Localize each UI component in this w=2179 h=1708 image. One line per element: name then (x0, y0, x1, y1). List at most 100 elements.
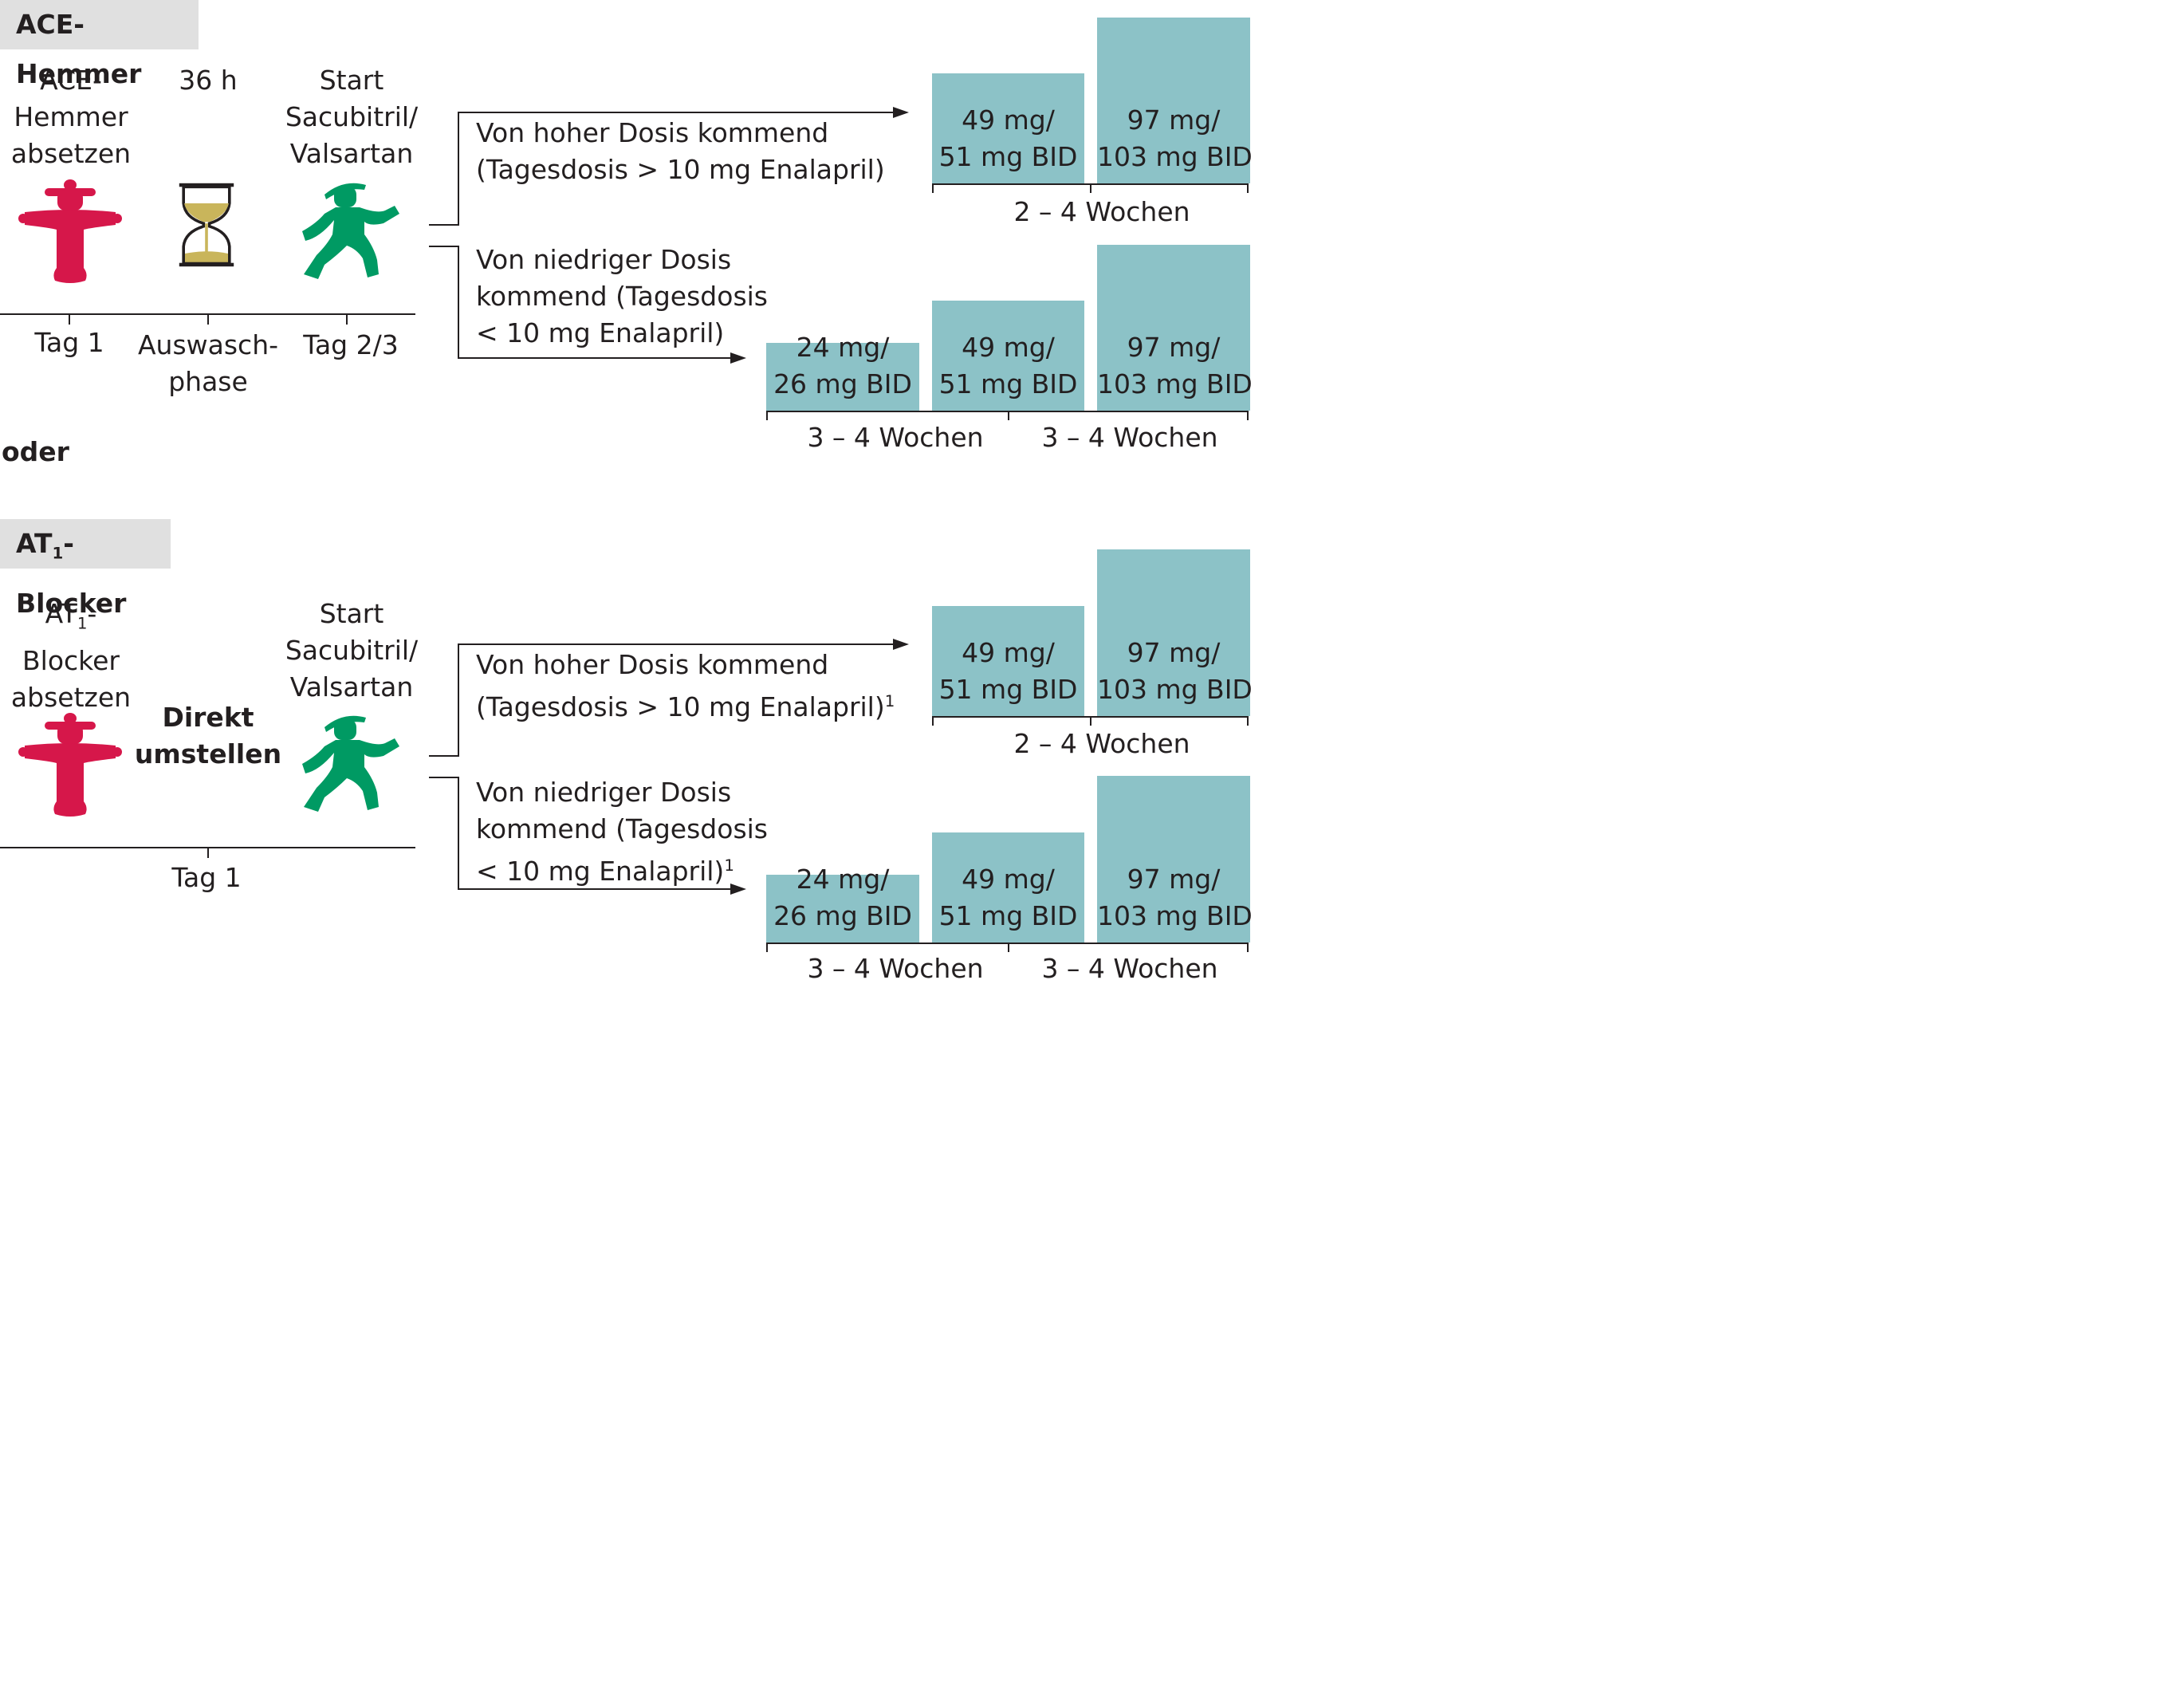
dose-label-mid: 49 mg/ 51 mg BID (932, 635, 1084, 708)
duration-label: 2 – 4 Wochen (1013, 196, 1190, 227)
axis-label-washout: Auswasch- phase (138, 327, 278, 400)
dose-line: 103 mg BID (1097, 900, 1253, 931)
low-dose-line: < 10 mg Enalapril)1 (476, 848, 768, 890)
step-stop-line: Hemmer (14, 101, 128, 132)
dose-line: 97 mg/ (1127, 332, 1221, 363)
step-stop-line: absetzen (10, 681, 132, 713)
bracket-tick (1247, 716, 1249, 726)
step-start-line: Start (319, 598, 384, 629)
step-start-line: Valsartan (289, 671, 414, 702)
step-start-line: Sacubitril/ (285, 635, 419, 666)
step-start-text: Start Sacubitril/ Valsartan (285, 62, 418, 172)
bracket-tick (766, 411, 768, 420)
dose-label-low: 24 mg/ 26 mg BID (766, 329, 919, 403)
dose-line: 26 mg BID (773, 900, 912, 931)
axis-label-day1: Tag 1 (34, 327, 104, 358)
washout-duration: 36 h (179, 65, 238, 96)
axis-tick (346, 313, 348, 325)
section-tag-label: ACE-Hemmer (16, 9, 142, 89)
low-dose-line: kommend (Tagesdosis (476, 813, 768, 844)
dose-bar-low (766, 343, 919, 411)
dose-line: 97 mg/ (1127, 864, 1221, 895)
dose-line: 49 mg/ (962, 104, 1055, 136)
dose-label-high: 97 mg/ 103 mg BID (1097, 102, 1253, 175)
direct-switch-line: Direkt (162, 702, 254, 733)
low-dose-line: Von niedriger Dosis (476, 244, 732, 275)
dose-label-high: 97 mg/ 103 mg BID (1097, 861, 1253, 935)
low-dose-line: Von niedriger Dosis (476, 777, 732, 808)
axis-tick (207, 847, 209, 858)
bracket-tick (1090, 183, 1091, 193)
section-tag-label: AT (16, 528, 53, 559)
low-dose-line: kommend (Tagesdosis (476, 281, 768, 312)
step-start-line: Valsartan (289, 138, 414, 169)
dose-line: 49 mg/ (962, 332, 1055, 363)
footnote-marker: 1 (724, 856, 734, 875)
hourglass-icon (179, 183, 234, 267)
direct-switch-line: umstellen (134, 738, 282, 769)
duration-label: 3 – 4 Wochen (1041, 422, 1218, 453)
step-stop-text: ACE- Hemmer absetzen (11, 62, 131, 172)
dose-line: 103 mg BID (1097, 141, 1253, 172)
footnote-marker: 1 (884, 692, 895, 710)
duration-label: 3 – 4 Wochen (1041, 953, 1218, 984)
go-figure-icon (302, 183, 399, 279)
dose-line: 103 mg BID (1097, 674, 1253, 705)
axis-label-line: Auswasch- (137, 329, 279, 360)
dose-bar-mid (932, 606, 1084, 716)
dose-label-high: 97 mg/ 103 mg BID (1097, 635, 1253, 708)
dose-label-mid: 49 mg/ 51 mg BID (932, 102, 1084, 175)
step-start-text: Start Sacubitril/ Valsartan (285, 596, 418, 706)
step-stop-line: Blocker (22, 644, 120, 676)
go-figure-icon (302, 715, 399, 812)
high-dose-line: Von hoher Dosis kommend (476, 117, 829, 148)
duration-bracket (766, 943, 1249, 944)
direct-switch-text: Direkt umstellen (135, 699, 281, 773)
axis-label-day1: Tag 1 (171, 862, 242, 893)
step-stop-line: AT1- (11, 596, 131, 643)
step-start-line: Start (319, 65, 384, 96)
dose-label-low: 24 mg/ 26 mg BID (766, 861, 919, 935)
dose-bar-mid (932, 832, 1084, 943)
dose-bar-high (1097, 245, 1250, 411)
bracket-tick (1090, 716, 1091, 726)
step-stop-prefix: AT (45, 598, 77, 629)
stop-figure-icon (18, 713, 122, 817)
separator-oder: oder (2, 436, 69, 467)
bracket-tick (932, 716, 934, 726)
low-dose-line-text: < 10 mg Enalapril) (476, 856, 725, 887)
low-dose-text: Von niedriger Dosis kommend (Tagesdosis … (476, 242, 768, 352)
section-tag-ace: ACE-Hemmer (0, 0, 199, 89)
stop-figure-icon (18, 179, 122, 283)
bracket-tick (1008, 411, 1009, 420)
dose-line: 51 mg BID (938, 368, 1078, 399)
dose-line: 51 mg BID (938, 900, 1078, 931)
dose-bar-mid (932, 73, 1084, 183)
bracket-tick (932, 183, 934, 193)
step-stop-line: absetzen (10, 138, 132, 169)
dose-bar-high (1097, 18, 1250, 183)
dose-label-high: 97 mg/ 103 mg BID (1097, 329, 1253, 403)
high-dose-line: Von hoher Dosis kommend (476, 649, 829, 680)
section-tag-sub: 1 (52, 544, 64, 563)
step-stop-text: AT1- Blocker absetzen (11, 596, 131, 716)
high-dose-line: (Tagesdosis > 10 mg Enalapril)1 (476, 683, 895, 726)
duration-bracket (766, 411, 1249, 412)
dose-line: 49 mg/ (962, 637, 1055, 668)
duration-label: 2 – 4 Wochen (1013, 728, 1190, 759)
high-dose-line-text: (Tagesdosis > 10 mg Enalapril) (476, 691, 885, 722)
dose-line: 103 mg BID (1097, 368, 1253, 399)
dose-line: 51 mg BID (938, 674, 1078, 705)
duration-label: 3 – 4 Wochen (807, 953, 984, 984)
bracket-tick (1008, 943, 1009, 952)
step-stop-suffix: - (87, 598, 97, 629)
dose-line: 24 mg/ (796, 864, 890, 895)
dose-bar-high (1097, 776, 1250, 943)
step-stop-sub: 1 (77, 614, 88, 633)
dose-bar-mid (932, 301, 1084, 411)
step-stop-line: ACE- (40, 65, 102, 96)
axis-label-day23: Tag 2/3 (303, 329, 399, 360)
dose-line: 24 mg/ (796, 332, 890, 363)
low-dose-text: Von niedriger Dosis kommend (Tagesdosis … (476, 774, 768, 890)
dose-line: 49 mg/ (962, 864, 1055, 895)
